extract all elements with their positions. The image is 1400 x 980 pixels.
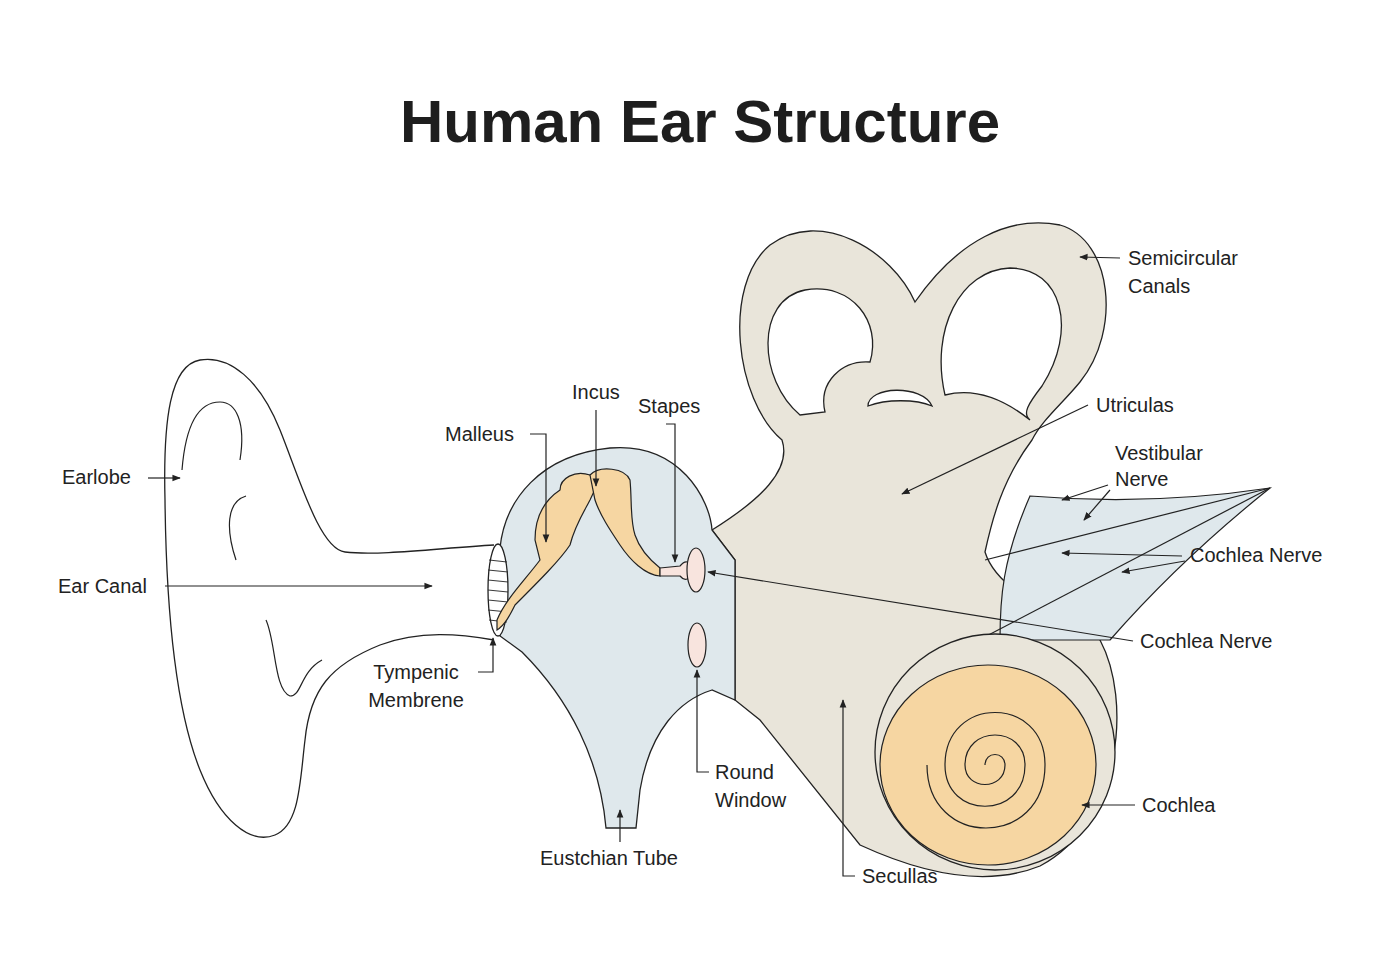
part-label: Earlobe xyxy=(62,463,131,491)
pinna-fold xyxy=(266,620,322,696)
part-label: Cochlea xyxy=(1142,791,1215,819)
part-label: Cochlea Nerve xyxy=(1140,627,1272,655)
part-label: Ear Canal xyxy=(58,572,147,600)
malleus xyxy=(497,473,597,630)
leader-line xyxy=(1082,804,1135,805)
leader-line xyxy=(1062,485,1108,500)
leader-line xyxy=(843,700,855,876)
part-label: Cochlea Nerve xyxy=(1190,541,1322,569)
leader-line xyxy=(1080,257,1120,258)
part-label: Stapes xyxy=(638,392,700,420)
part-label: Semicircular Canals xyxy=(1128,244,1268,300)
leader-line xyxy=(902,405,1088,494)
cochlea-spiral xyxy=(927,713,1045,829)
leader-line xyxy=(666,424,675,562)
part-label: Incus xyxy=(572,378,620,406)
part-label: Eustchian Tube xyxy=(540,844,678,872)
leader-line xyxy=(697,670,709,772)
part-label: Malleus xyxy=(445,420,514,448)
leader-line xyxy=(1062,553,1182,556)
cochlea-outer xyxy=(875,634,1115,870)
leader-line xyxy=(1084,490,1110,520)
incus xyxy=(590,469,660,576)
leader-line xyxy=(708,572,1133,641)
leader-lines xyxy=(148,257,1185,876)
pinna-fold xyxy=(182,402,242,470)
leader-line xyxy=(165,585,432,586)
part-label: Tympenic Membrene xyxy=(355,658,477,714)
diagram-title: Human Ear Structure xyxy=(0,86,1400,158)
leader-line xyxy=(619,810,620,842)
canal-hole xyxy=(868,390,932,406)
part-label: Secullas xyxy=(862,862,938,890)
oval-window xyxy=(687,548,705,592)
round-window xyxy=(688,623,706,667)
part-label: Utriculas xyxy=(1096,391,1174,419)
canal-hole xyxy=(768,289,873,415)
leader-line xyxy=(148,477,180,478)
part-label: Round Window xyxy=(715,758,810,814)
part-label: Vestibular Nerve xyxy=(1115,440,1230,492)
canal-hole xyxy=(941,268,1061,420)
leader-line xyxy=(595,410,596,486)
leader-line xyxy=(478,638,493,672)
pinna-fold xyxy=(229,496,246,560)
leader-line xyxy=(530,434,546,542)
pinna xyxy=(165,359,494,837)
cochlea-spiral-body xyxy=(880,665,1096,865)
leader-line xyxy=(1122,561,1185,572)
middle-ear-cavity xyxy=(500,448,735,828)
